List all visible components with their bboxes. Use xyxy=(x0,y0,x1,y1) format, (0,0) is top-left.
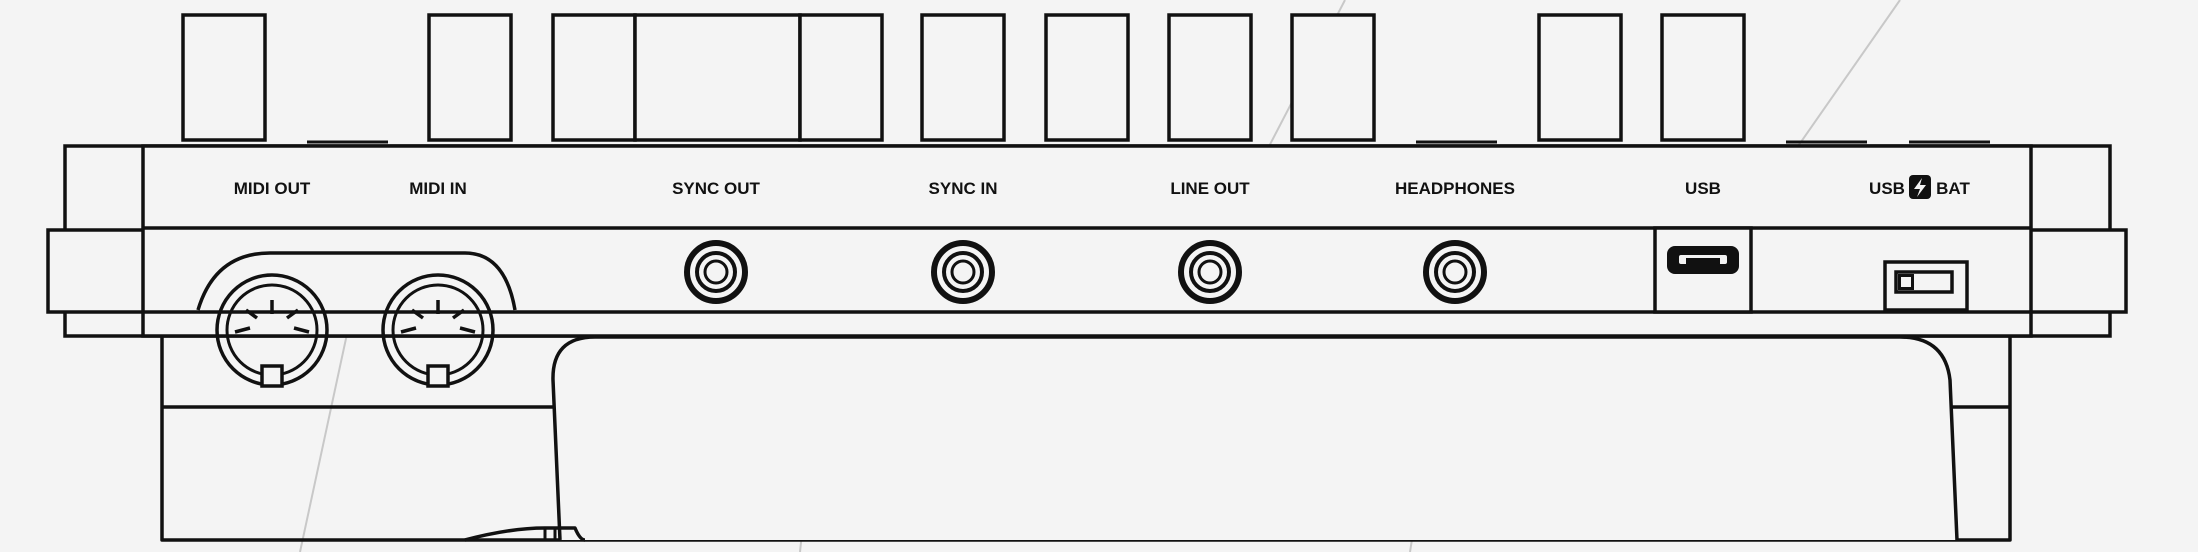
midi-ports xyxy=(196,251,517,388)
port-labels: MIDI OUT MIDI IN SYNC OUT SYNC IN LINE O… xyxy=(234,175,1970,199)
label-sync-out: SYNC OUT xyxy=(672,179,760,198)
label-power-bat: BAT xyxy=(1936,179,1970,198)
label-headphones: HEADPHONES xyxy=(1395,179,1515,198)
label-midi-out: MIDI OUT xyxy=(234,179,311,198)
lightning-bolt-icon xyxy=(1909,175,1931,199)
sync-out-jack xyxy=(684,240,748,304)
device-body xyxy=(46,144,2128,542)
midi-in-port xyxy=(381,273,495,388)
headphones-jack xyxy=(1423,240,1487,304)
line-out-jack xyxy=(1178,240,1242,304)
top-controls xyxy=(181,13,1990,144)
label-midi-in: MIDI IN xyxy=(409,179,467,198)
midi-out-port xyxy=(215,273,329,388)
usb-port xyxy=(1653,226,1753,314)
label-usb: USB xyxy=(1685,179,1721,198)
jack-ports xyxy=(684,240,1487,304)
label-power-usb: USB xyxy=(1869,179,1905,198)
power-switch xyxy=(1883,260,1969,312)
label-sync-in: SYNC IN xyxy=(929,179,998,198)
sync-in-jack xyxy=(931,240,995,304)
label-line-out: LINE OUT xyxy=(1170,179,1250,198)
